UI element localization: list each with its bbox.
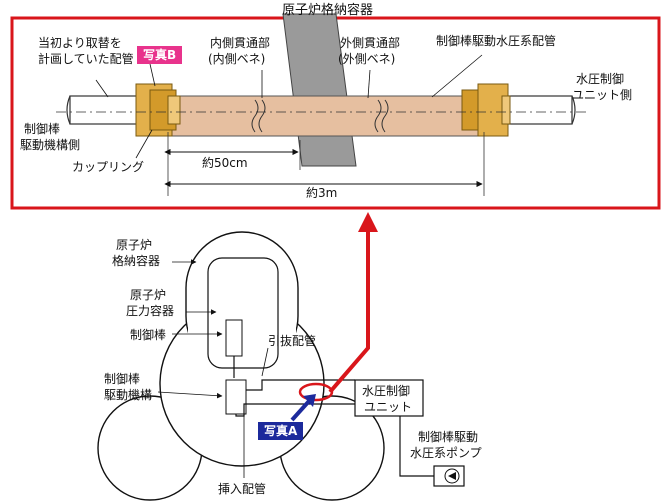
coupling-left <box>135 83 181 137</box>
label-control-rod: 制御棒 <box>130 328 167 342</box>
replaced-pipe <box>167 95 479 137</box>
label-planned-pipe-1: 当初より取替を <box>38 36 122 50</box>
label-hcu-2: ユニット <box>364 400 413 414</box>
label-unit-side-2: ユニット側 <box>572 88 633 102</box>
label-inner-penetration-1: 内側貫通部 <box>210 36 271 50</box>
coupling-right <box>461 83 511 137</box>
label-coupling: カップリング <box>72 160 145 174</box>
label-drive-mechanism-1: 制御棒 <box>104 372 141 386</box>
label-pressure-vessel-2: 圧力容器 <box>126 304 175 318</box>
drive-mechanism-shape <box>225 379 247 415</box>
photo-b-badge: 写真B <box>137 46 183 64</box>
label-hcu-1: 水圧制御 <box>362 384 411 398</box>
label-dim-3m: 約3m <box>306 186 338 200</box>
label-containment-2: 格納容器 <box>112 254 161 268</box>
hcu-box <box>354 379 424 417</box>
label-insert-pipe: 挿入配管 <box>218 482 267 496</box>
label-containment-1: 原子炉 <box>116 238 153 252</box>
label-hydraulic-pipe: 制御棒駆動水圧系配管 <box>436 34 557 48</box>
label-planned-pipe-2: 計画していた配管 <box>38 52 134 66</box>
red-arrow-line <box>328 230 370 394</box>
label-drive-side-1: 制御棒 <box>24 122 61 136</box>
label-unit-side-1: 水圧制御 <box>576 72 625 86</box>
label-containment-vessel-top: 原子炉格納容器 <box>282 3 374 18</box>
label-pressure-vessel-1: 原子炉 <box>130 288 167 302</box>
label-outer-penetration-1: 外側貫通部 <box>340 36 401 50</box>
blue-arrow-line <box>290 398 312 422</box>
photo-a-badge: 写真A <box>258 422 304 440</box>
control-rod-shape <box>225 319 243 357</box>
red-arrowhead <box>358 212 378 232</box>
label-withdraw-pipe: 引抜配管 <box>268 334 317 348</box>
right-old-pipe <box>499 95 573 125</box>
label-outer-penetration-2: (外側ベネ) <box>338 52 396 66</box>
label-dim-50cm: 約50cm <box>202 156 248 170</box>
label-drive-side-2: 駆動機構側 <box>20 138 81 152</box>
label-pump-2: 水圧系ポンプ <box>410 446 482 460</box>
label-pump-1: 制御棒駆動 <box>418 430 479 444</box>
label-inner-penetration-2: (内側ベネ) <box>208 52 266 66</box>
label-drive-mechanism-2: 駆動機構 <box>104 388 153 402</box>
